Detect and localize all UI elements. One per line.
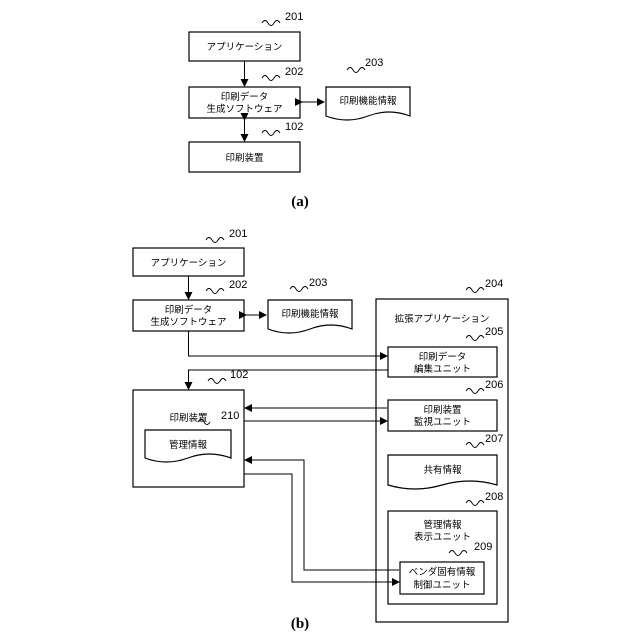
b-leader-202: [206, 289, 224, 294]
b-ref-102: 102: [230, 369, 248, 381]
b-ref-201: 201: [229, 228, 247, 240]
a-ref-102: 102: [285, 121, 303, 133]
b-monitor-unit-line2: 監視ユニット: [414, 416, 471, 428]
b-monitor-unit-line1: 印刷装置: [423, 404, 461, 416]
b-ref-203: 203: [309, 277, 327, 289]
a-leader-201: [262, 21, 280, 26]
b-mgmt-display-line1: 管理情報: [423, 519, 462, 531]
a-generator-line2: 生成ソフトウェア: [206, 103, 282, 115]
b-printer-label: 印刷装置: [169, 412, 207, 424]
a-printer-label: 印刷装置: [225, 152, 263, 164]
b-arrow-gen-to-edit: [189, 331, 388, 356]
a-application-label: アプリケーション: [207, 42, 283, 53]
a-ref-202: 202: [285, 66, 303, 78]
a-function-info-label: 印刷機能情報: [339, 95, 397, 107]
b-vendor-control-line1: ベンダ固有情報: [409, 566, 476, 578]
a-ref-203: 203: [365, 57, 383, 69]
b-generator-line1: 印刷データ: [165, 304, 213, 316]
b-generator-line2: 生成ソフトウェア: [150, 316, 226, 328]
b-edit-unit-line1: 印刷データ: [419, 351, 467, 363]
a-leader-203: [347, 68, 365, 73]
diagram-b: アプリケーション 201 印刷データ 生成ソフトウェア 202 印刷機能情報 2…: [133, 228, 508, 632]
b-ref-207: 207: [485, 433, 503, 445]
b-mgmt-display-line2: 表示ユニット: [414, 531, 471, 543]
caption-b: (b): [291, 616, 309, 632]
b-edit-unit-line2: 編集ユニット: [414, 363, 471, 375]
b-leader-102: [208, 379, 226, 384]
b-ref-205: 205: [485, 326, 503, 338]
b-leader-204: [466, 288, 484, 293]
b-leader-201: [206, 238, 224, 243]
b-ref-209: 209: [474, 541, 492, 553]
b-arrow-edit-to-printer: [189, 370, 389, 389]
b-leader-203: [290, 287, 308, 292]
b-mgmt-info-label: 管理情報: [169, 439, 208, 451]
diagram-a: アプリケーション 201 印刷データ 生成ソフトウェア 202 印刷機能情報 2…: [189, 11, 410, 210]
b-application-label: アプリケーション: [151, 258, 227, 269]
b-extension-app-label: 拡張アプリケーション: [395, 313, 490, 325]
caption-a: (a): [291, 194, 309, 210]
b-ref-210: 210: [221, 410, 239, 422]
b-ref-206: 206: [485, 379, 503, 391]
b-function-info-label: 印刷機能情報: [281, 308, 339, 320]
b-ref-208: 208: [485, 491, 503, 503]
a-ref-201: 201: [285, 11, 303, 23]
a-leader-102: [262, 131, 280, 136]
b-ref-202: 202: [229, 279, 247, 291]
b-shared-info-label: 共有情報: [423, 464, 462, 476]
a-generator-line1: 印刷データ: [221, 91, 269, 103]
b-vendor-control-line2: 制御ユニット: [413, 579, 470, 591]
b-ref-204: 204: [485, 278, 503, 290]
a-leader-202: [262, 76, 280, 81]
